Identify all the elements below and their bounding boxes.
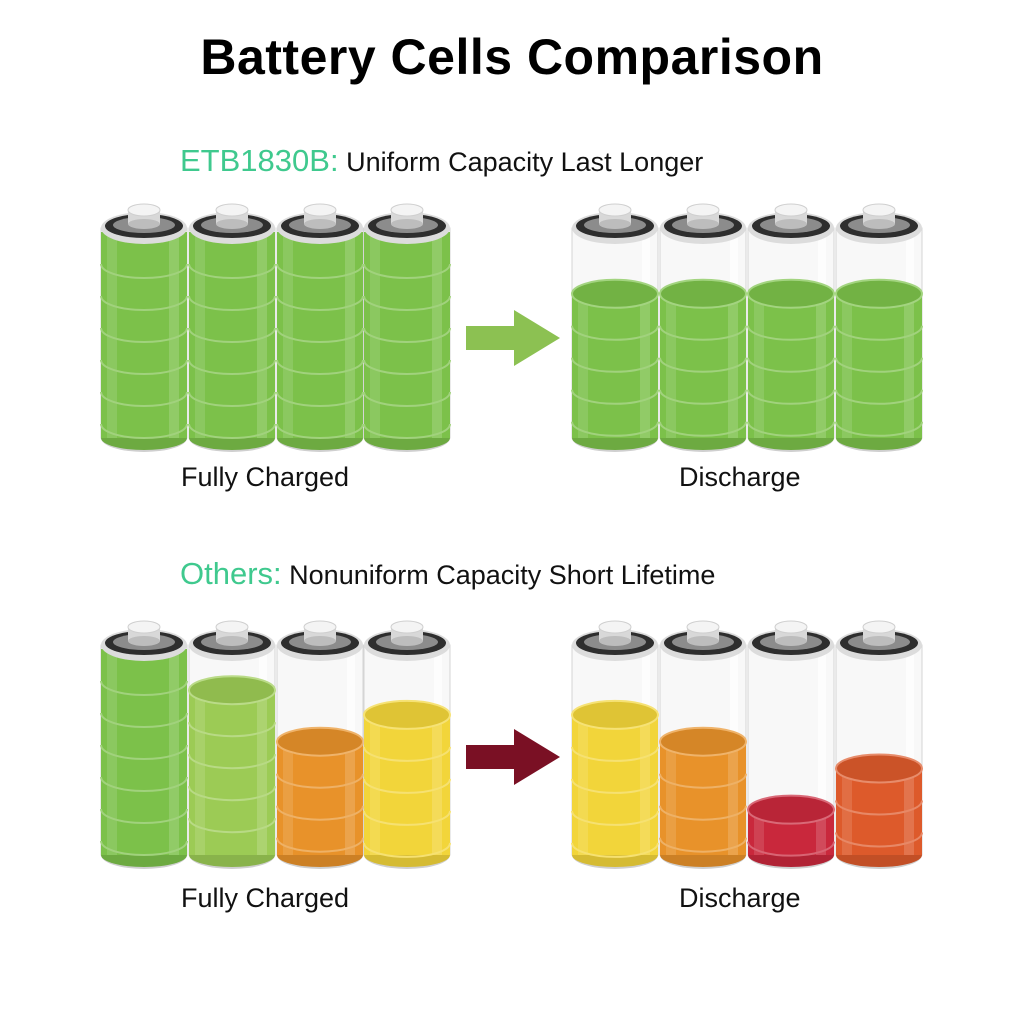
section-2-arrow-icon bbox=[466, 729, 560, 785]
section-2-discharged-battery-1 bbox=[571, 620, 659, 869]
section-2-brand: Others bbox=[180, 556, 274, 591]
section-2-charged-battery-1 bbox=[100, 620, 188, 869]
section-1-arrow-icon bbox=[466, 310, 560, 366]
section-1-right-caption: Discharge bbox=[679, 462, 801, 492]
section-2-discharged-battery-4 bbox=[835, 620, 923, 869]
page-title: Battery Cells Comparison bbox=[200, 29, 824, 85]
section-1-discharged-battery-3 bbox=[747, 203, 835, 452]
section-2-charged-battery-2 bbox=[188, 620, 276, 869]
section-2-left-caption: Fully Charged bbox=[181, 883, 350, 913]
section-2-discharged-battery-2 bbox=[659, 620, 747, 869]
section-1-charged-battery-2 bbox=[188, 203, 276, 452]
section-2-right-caption: Discharge bbox=[679, 883, 801, 913]
section-1-charged-battery-4 bbox=[363, 203, 451, 452]
section-2-heading: Others: Nonuniform Capacity Short Lifeti… bbox=[180, 556, 715, 592]
section-2-discharged-battery-3 bbox=[747, 620, 835, 869]
section-1-subtitle: Uniform Capacity Last Longer bbox=[338, 147, 704, 177]
section-1-separator: : bbox=[329, 143, 339, 178]
section-1-discharged-battery-1 bbox=[571, 203, 659, 452]
section-1-charged-battery-3 bbox=[276, 203, 364, 452]
section-2-separator: : bbox=[273, 556, 282, 591]
section-1-discharged-battery-2 bbox=[659, 203, 747, 452]
section-1-charged-battery-1 bbox=[100, 203, 188, 452]
section-1-discharged-battery-4 bbox=[835, 203, 923, 452]
section-1-left-caption: Fully Charged bbox=[181, 462, 350, 492]
section-2-subtitle: Nonuniform Capacity Short Lifetime bbox=[281, 560, 716, 590]
section-2-charged-battery-3 bbox=[276, 620, 364, 869]
section-2-charged-battery-4 bbox=[363, 620, 451, 869]
section-1-brand: ETB1830B bbox=[180, 143, 330, 178]
section-1-heading: ETB1830B: Uniform Capacity Last Longer bbox=[180, 143, 703, 179]
